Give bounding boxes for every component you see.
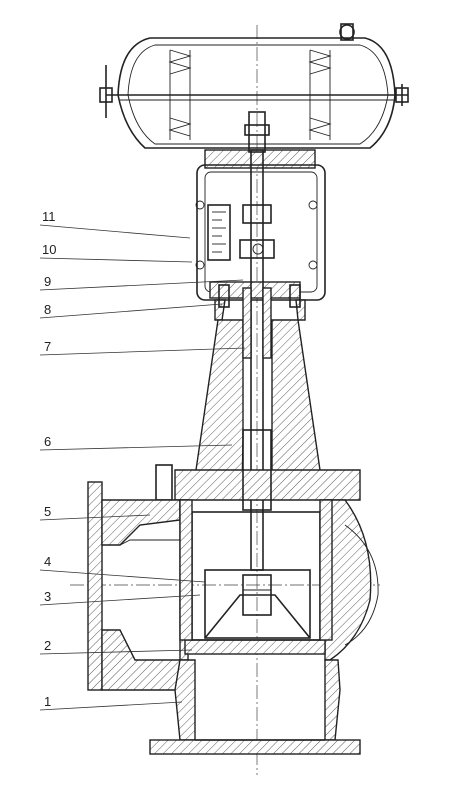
bonnet [155,284,361,511]
yoke [195,149,326,301]
callout-2: 2 [39,638,193,655]
valve-body [87,481,379,755]
callout-label: 5 [44,504,51,519]
callout-8: 8 [39,302,223,319]
callout-9: 9 [39,274,244,291]
callout-3: 3 [39,589,201,606]
callout-label: 7 [44,339,51,354]
springs [168,49,332,140]
callout-label: 1 [44,694,51,709]
callout-5: 5 [39,504,151,521]
callout-1: 1 [39,694,183,711]
callout-label: 8 [44,302,51,317]
callout-7: 7 [39,339,246,356]
callout-11: 11 [39,209,191,239]
actuator-housing [99,23,409,149]
callout-4: 4 [39,554,206,583]
callout-label: 10 [42,242,56,257]
callout-label: 3 [44,589,51,604]
callout-6: 6 [39,434,233,451]
callout-label: 6 [44,434,51,449]
callout-label: 2 [44,638,51,653]
callout-10: 10 [39,242,193,263]
callout-label: 9 [44,274,51,289]
callout-label: 4 [44,554,51,569]
callout-label: 11 [42,209,56,224]
